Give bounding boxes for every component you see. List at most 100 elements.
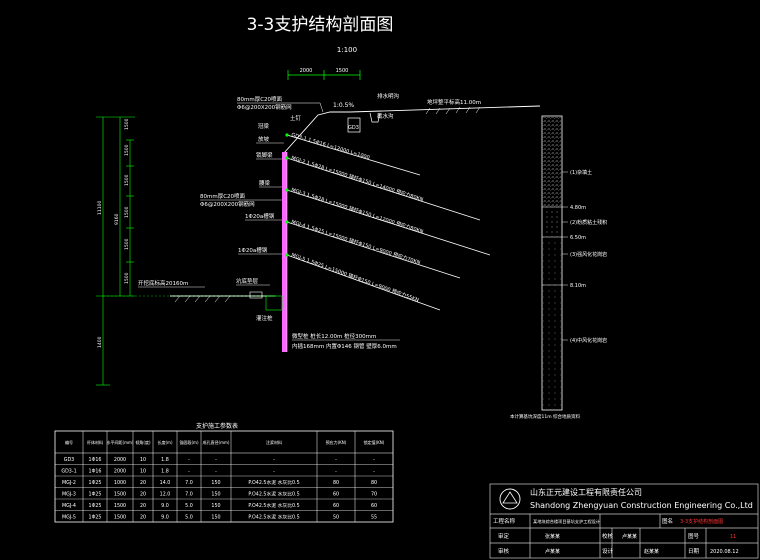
drawing-scale: 1:100 [337,46,357,54]
table-cell: P.O42.5水泥 水灰比0.5 [248,491,299,498]
table-cell: 20 [140,480,146,486]
mesh2-line1: 80mm厚C20喷面 [200,192,246,200]
table-cell: 55 [371,515,377,521]
left-dim-4: 1500 [124,206,130,218]
ground-hatch-top [425,106,481,115]
table-cell: 20 [140,492,146,498]
table-cell: - [373,470,375,475]
callout-cap: 冠梁 [258,122,270,130]
callout-crown: 锁脚梁 [256,151,273,159]
table-header-cell: 编号 [65,439,73,445]
drain-sub-label: 截水沟 [377,112,394,120]
table-cell: 150 [211,515,220,521]
stratum-3: (2)粉质粘土残积 [570,219,607,226]
drawing-name-value: 3-3支护结构剖面图 [680,518,723,525]
table-cell: MGJ-4 [62,503,76,509]
table-cell: 2000 [114,457,126,463]
project-label: 工程名称 [493,517,516,525]
callout-soil-nail: 土钉 [290,114,302,122]
table-frame [54,430,394,523]
left-dim-9: 1400 [97,336,103,348]
table-cell: - [335,458,337,463]
table-cell: - [215,470,217,475]
left-dim-3: 1500 [124,174,130,186]
left-dim-7: 9160 [114,213,120,225]
stratum-5: (3)强风化花岗岩 [570,251,607,258]
table-cell: 1Φ16 [89,457,102,463]
top-elevation: 地坪整平标高11.00m [427,98,481,106]
table-header-cell: 长度(m) [157,439,172,445]
table-cell: 1.8 [161,469,169,475]
table-cell: 60 [371,503,377,509]
callout-slope: 放坡 [258,135,270,143]
gd3-box [347,117,361,133]
table-cell: 1000 [114,480,126,486]
table-cell: 150 [211,492,220,498]
table-cell: 1Φ25 [89,492,102,498]
table-cell: 7.0 [185,492,193,498]
table-caption: 支护施工参数表 [196,422,238,430]
table-cell: GD3 [64,457,74,463]
callout-pit-bottom: 坑底垫层 [236,277,259,285]
anchor-line [286,221,461,279]
check-label: 校核 [602,532,614,540]
table-cell: - [373,458,375,463]
strata-column [541,115,563,411]
mesh2-line2: Φ6@200X200钢筋网 [200,200,255,208]
date-value: 2020.08.12 [710,549,739,555]
table-cell: 1500 [114,492,126,498]
table-cell: 9.0 [161,503,169,509]
table-cell: 150 [211,503,220,509]
audit-label: 审核 [498,547,510,555]
table-cell: 1Φ25 [89,480,102,486]
table-cell: 150 [211,480,220,486]
table-cell: 60 [333,492,339,498]
table-cell: 1Φ25 [89,503,102,509]
table-header-cell: 预应力(KN) [326,439,347,445]
anchor-head [285,133,289,137]
table-cell: P.O42.5水泥 水灰比0.5 [248,514,299,521]
table-cell: 12.0 [160,492,171,498]
table-cell: - [215,458,217,463]
top-dimensions [287,70,361,80]
design-value: 赵某某 [644,548,659,555]
table-header-cell: 注浆材料 [266,439,282,445]
drain-ditch [369,112,381,123]
left-dim-6: 1500 [124,272,130,284]
table-cell: P.O42.5水泥 水灰比0.5 [248,479,299,486]
check-value: 卢某某 [622,533,637,540]
anchor-head [285,188,289,192]
table-cell: 7.0 [185,480,193,486]
table-cell: - [273,470,275,475]
review-value: 张某某 [545,533,560,540]
audit-value: 卢某某 [545,548,560,555]
company-cn: 山东正元建设工程有限责任公司 [530,487,642,497]
callout-pile: 灌注桩 [256,314,273,322]
left-dim-1: 1500 [124,118,130,130]
micro-pile [282,152,287,352]
anchor-label: GD3-1 1.5Φ16 L=12000 L=1000 [290,132,370,161]
left-dim-2: 1500 [124,144,130,156]
mesh1-line2: Φ6@200X200钢筋网 [237,103,292,111]
callout-rebar2: 1Φ20a槽钢 [238,246,268,254]
base-elevation: 开挖底标高20160m [138,279,188,287]
anchor-head [285,253,289,257]
top-dim-2: 1500 [336,68,349,74]
stratum-4: 6.50m [570,235,586,241]
table-cell: MGJ-2 [62,480,76,486]
stratum-6: 8.10m [570,283,586,289]
drawing-title: 3-3支护结构剖面图 [247,15,394,35]
review-label: 审定 [498,532,510,540]
table-cell: P.O42.5水泥 水灰比0.5 [248,502,299,509]
param-table: 编号杆体材料水平间距(mm)倾角(度)长度(m)锚固段(m)成孔直径(mm)注浆… [54,430,394,523]
column-note: 本计算基坑深度11m 综合地质资料 [510,413,581,420]
table-cell: 2000 [114,469,126,475]
anchor-head [285,220,289,224]
pile-spec-2: 内插168mm 内置Φ146 钢管 壁厚6.0mm [292,342,397,350]
table-cell: 10 [140,469,146,475]
table-cell: 70 [371,492,377,498]
table-cell: 50 [333,515,339,521]
table-cell: 10 [140,457,146,463]
